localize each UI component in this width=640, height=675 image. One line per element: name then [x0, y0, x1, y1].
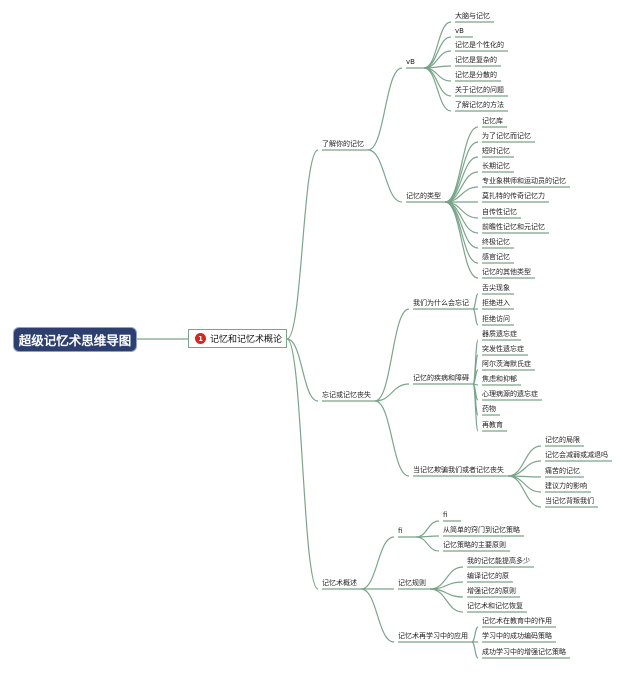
leaf-topic[interactable]: 记忆术和记忆恢复: [467, 602, 523, 610]
main-topic-label: 记忆和记忆术概论: [210, 335, 283, 345]
connector-line: [429, 588, 464, 613]
leaf-topic[interactable]: 拒绝进入: [482, 299, 510, 307]
leaf-topic[interactable]: 成功学习中的增强记忆策略: [482, 648, 566, 656]
leaf-topic[interactable]: 增强记忆的原则: [467, 587, 516, 595]
connector-line: [471, 641, 479, 659]
connector-line: [507, 475, 542, 508]
branch-topic[interactable]: 了解你的记忆: [322, 140, 364, 148]
leaf-topic[interactable]: 记忆是分散的: [455, 71, 497, 79]
leaf-topic[interactable]: 舌尖现象: [482, 284, 510, 292]
connector-line: [423, 36, 452, 69]
leaf-topic[interactable]: 再教育: [482, 421, 503, 429]
leaf-topic[interactable]: 当记忆背叛我们: [545, 497, 594, 505]
leaf-topic[interactable]: 记忆是复杂的: [455, 56, 497, 64]
connector-line: [415, 536, 440, 552]
leaf-topic[interactable]: 我的记忆能提高多少: [467, 557, 530, 565]
connector-line: [507, 460, 542, 477]
leaf-topic[interactable]: 药物: [482, 405, 496, 413]
branch-topic[interactable]: 忘记或记忆丧失: [322, 391, 371, 399]
leaf-topic[interactable]: 自传性记忆: [482, 208, 517, 216]
connector-line: [444, 141, 479, 203]
main-topic[interactable]: 1 记忆和记忆术概论: [188, 329, 287, 348]
leaf-topic[interactable]: 记忆库: [482, 117, 503, 125]
connector-line: [507, 475, 542, 493]
root-topic[interactable]: 超级记忆术思维导图: [13, 327, 137, 352]
leaf-topic[interactable]: 从简单的窍门到记忆策略: [443, 526, 520, 534]
connector-line: [374, 400, 410, 477]
leaf-topic[interactable]: vB: [455, 27, 464, 35]
subtopic[interactable]: 我们为什么会忘记: [413, 299, 469, 307]
leaf-topic[interactable]: 记忆是个性化的: [455, 41, 504, 49]
leaf-topic[interactable]: 专业象棋师和运动员的记忆: [482, 177, 566, 185]
leaf-topic[interactable]: 拒绝访问: [482, 315, 510, 323]
leaf-topic[interactable]: 编译记忆的原: [467, 572, 509, 580]
leaf-topic[interactable]: 关于记忆的问题: [455, 86, 504, 94]
subtopic[interactable]: vB: [406, 58, 415, 66]
subtopic[interactable]: 记忆规则: [398, 579, 426, 587]
connector-line: [471, 626, 479, 643]
connector-line: [472, 293, 479, 310]
leaf-topic[interactable]: 大脑与记忆: [455, 12, 490, 20]
leaf-topic[interactable]: 焦虑和抑郁: [482, 375, 517, 383]
leaf-topic[interactable]: 短时记忆: [482, 147, 510, 155]
leaf-topic[interactable]: 记忆会减弱或减退吗: [545, 451, 608, 459]
subtopic[interactable]: fi: [398, 527, 403, 535]
leaf-topic[interactable]: 莫扎特的传奇记忆力: [482, 192, 545, 200]
connector-line: [367, 67, 403, 151]
leaf-topic[interactable]: 学习中的成功编码策略: [482, 632, 552, 640]
connector-line: [360, 588, 395, 643]
connector-line: [374, 383, 410, 402]
subtopic[interactable]: 记忆的类型: [406, 192, 441, 200]
connector-line: [415, 520, 440, 538]
connector-line: [367, 149, 403, 203]
leaf-topic[interactable]: fi: [443, 511, 448, 519]
leaf-topic[interactable]: 记忆的局限: [545, 436, 580, 444]
leaf-topic[interactable]: 心理病源的遗忘症: [482, 390, 538, 398]
subtopic[interactable]: 当记忆欺骗我们或者记忆丧失: [413, 466, 504, 474]
leaf-topic[interactable]: 阿尔茨海默氏症: [482, 360, 531, 368]
connector-line: [423, 67, 452, 97]
connector-line: [374, 308, 410, 402]
leaf-topic[interactable]: 为了记忆而记忆: [482, 132, 531, 140]
connector-line: [286, 338, 319, 402]
leaf-topic[interactable]: 终极记忆: [482, 238, 510, 246]
connector-line: [444, 201, 479, 279]
leaf-topic[interactable]: 痛苦的记忆: [545, 467, 580, 475]
connector-line: [444, 126, 479, 203]
leaf-topic[interactable]: 器质遗忘症: [482, 330, 517, 338]
subtopic[interactable]: 记忆的疾病和障碍: [413, 374, 469, 382]
connector-line: [286, 149, 319, 340]
leaf-topic[interactable]: 长期记忆: [482, 162, 510, 170]
connector-line: [472, 308, 479, 326]
subtopic[interactable]: 记忆术再学习中的应用: [398, 632, 468, 640]
leaf-topic[interactable]: 了解记忆的方法: [455, 101, 504, 109]
leaf-topic[interactable]: 前瞻性记忆和元记忆: [482, 223, 545, 231]
connector-line: [423, 21, 452, 69]
leaf-topic[interactable]: 记忆的其他类型: [482, 268, 531, 276]
number-badge-icon: 1: [195, 333, 206, 344]
connector-line: [423, 67, 452, 112]
branch-topic[interactable]: 记忆术概述: [322, 579, 357, 587]
leaf-topic[interactable]: 建议力的影响: [545, 482, 587, 490]
leaf-topic[interactable]: 突发性遗忘症: [482, 345, 524, 353]
connector-line: [360, 536, 395, 590]
leaf-topic[interactable]: 记忆术在教育中的作用: [482, 617, 552, 625]
leaf-topic[interactable]: 记忆策略的主要原则: [443, 541, 506, 549]
root-label: 超级记忆术思维导图: [18, 333, 132, 348]
connector-line: [286, 338, 319, 590]
connector-line: [472, 383, 479, 432]
leaf-topic[interactable]: 感官记忆: [482, 253, 510, 261]
